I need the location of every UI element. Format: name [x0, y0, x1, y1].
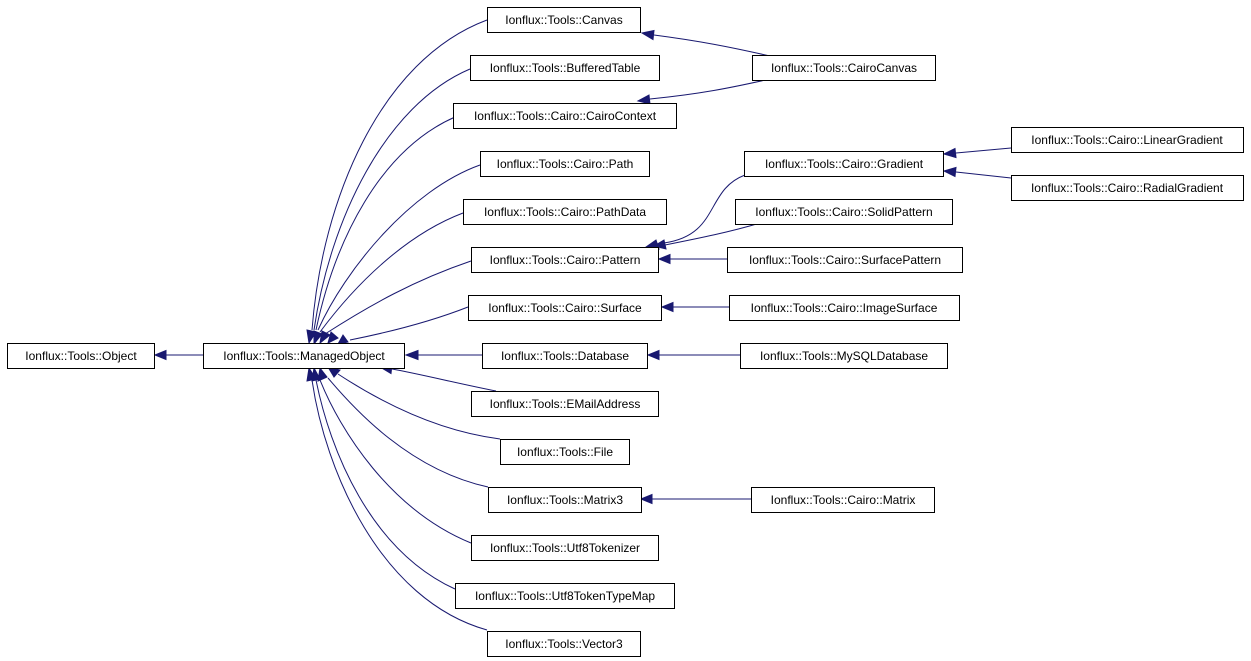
node-managed-object[interactable]: Ionflux::Tools::ManagedObject: [203, 343, 405, 369]
edge-cairo-canvas-to-canvas: [653, 34, 771, 57]
node-surface[interactable]: Ionflux::Tools::Cairo::Surface: [468, 295, 662, 321]
svg-text:Ionflux::Tools::Utf8TokenTypeM: Ionflux::Tools::Utf8TokenTypeMap: [475, 589, 655, 603]
arrowhead-pattern-3: [657, 253, 671, 265]
node-vector3[interactable]: Ionflux::Tools::Vector3: [487, 631, 641, 657]
edge-pattern-to-managed-object: [324, 260, 472, 335]
svg-text:Ionflux::Tools::Cairo::Path: Ionflux::Tools::Cairo::Path: [497, 157, 634, 171]
arrowhead-gradient-1: [942, 147, 957, 159]
svg-text:Ionflux::Tools::Object: Ionflux::Tools::Object: [25, 349, 137, 363]
arrowhead-managed-object-4: [327, 331, 339, 344]
svg-text:Ionflux::Tools::Matrix3: Ionflux::Tools::Matrix3: [507, 493, 623, 507]
svg-text:Ionflux::Tools::Cairo::Pattern: Ionflux::Tools::Cairo::Pattern: [490, 253, 641, 267]
arrowhead-managed-object-3: [319, 330, 331, 345]
edge-file-to-managed-object: [337, 373, 501, 440]
edge-gradient-to-pattern: [663, 174, 746, 244]
node-gradient[interactable]: Ionflux::Tools::Cairo::Gradient: [744, 151, 944, 177]
arrowhead-managed-object-2: [313, 330, 323, 346]
edge-linear-gradient-to-gradient: [955, 147, 1012, 154]
svg-text:Ionflux::Tools::Cairo::Matrix: Ionflux::Tools::Cairo::Matrix: [771, 493, 916, 507]
svg-text:Ionflux::Tools::Canvas: Ionflux::Tools::Canvas: [505, 13, 622, 27]
arrowhead-database: [646, 349, 660, 361]
svg-text:Ionflux::Tools::EMailAddress: Ionflux::Tools::EMailAddress: [490, 397, 641, 411]
svg-text:Ionflux::Tools::Cairo::LinearG: Ionflux::Tools::Cairo::LinearGradient: [1031, 133, 1223, 147]
node-database[interactable]: Ionflux::Tools::Database: [482, 343, 648, 369]
svg-text:Ionflux::Tools::Vector3: Ionflux::Tools::Vector3: [505, 637, 623, 651]
svg-text:Ionflux::Tools::Cairo::Surface: Ionflux::Tools::Cairo::SurfacePattern: [749, 253, 941, 267]
svg-text:Ionflux::Tools::Cairo::SolidPa: Ionflux::Tools::Cairo::SolidPattern: [755, 205, 932, 219]
node-radial-gradient[interactable]: Ionflux::Tools::Cairo::RadialGradient: [1011, 175, 1244, 201]
edge-utf8-tokenizer-to-managed-object: [319, 379, 472, 544]
node-matrix3[interactable]: Ionflux::Tools::Matrix3: [488, 487, 642, 513]
svg-text:Ionflux::Tools::Utf8Tokenizer: Ionflux::Tools::Utf8Tokenizer: [490, 541, 640, 555]
node-utf8-token-type-map[interactable]: Ionflux::Tools::Utf8TokenTypeMap: [455, 583, 675, 609]
node-file[interactable]: Ionflux::Tools::File: [500, 439, 630, 465]
node-path-data[interactable]: Ionflux::Tools::Cairo::PathData: [463, 199, 667, 225]
edge-buffered-table-to-managed-object: [313, 68, 471, 331]
edge-cairo-context-to-managed-object: [315, 116, 456, 331]
node-email-address[interactable]: Ionflux::Tools::EMailAddress: [471, 391, 659, 417]
node-pattern[interactable]: Ionflux::Tools::Cairo::Pattern: [471, 247, 659, 273]
svg-text:Ionflux::Tools::Cairo::Gradien: Ionflux::Tools::Cairo::Gradient: [765, 157, 924, 171]
node-cairo-canvas[interactable]: Ionflux::Tools::CairoCanvas: [752, 55, 936, 81]
node-image-surface[interactable]: Ionflux::Tools::Cairo::ImageSurface: [729, 295, 960, 321]
svg-text:Ionflux::Tools::Database: Ionflux::Tools::Database: [501, 349, 629, 363]
edge-surface-to-managed-object: [349, 306, 469, 341]
edge-canvas-to-managed-object: [311, 19, 488, 331]
svg-text:Ionflux::Tools::Cairo::RadialG: Ionflux::Tools::Cairo::RadialGradient: [1031, 181, 1224, 195]
arrowhead-cairo-context: [636, 94, 651, 105]
arrowhead-matrix3: [639, 493, 653, 505]
arrowhead-gradient-2: [942, 166, 957, 178]
node-solid-pattern[interactable]: Ionflux::Tools::Cairo::SolidPattern: [735, 199, 953, 225]
arrowhead-managed-object-11: [317, 366, 328, 382]
edge-email-address-to-managed-object: [391, 368, 497, 392]
node-buffered-table[interactable]: Ionflux::Tools::BufferedTable: [470, 55, 660, 81]
node-object[interactable]: Ionflux::Tools::Object: [7, 343, 155, 369]
arrowhead-managed-object-6: [404, 349, 419, 361]
edge-utf8-token-type-map-to-managed-object: [315, 379, 456, 590]
edge-vector3-to-managed-object: [311, 379, 488, 631]
node-surface-pattern[interactable]: Ionflux::Tools::Cairo::SurfacePattern: [727, 247, 963, 273]
svg-text:Ionflux::Tools::MySQLDatabase: Ionflux::Tools::MySQLDatabase: [760, 349, 928, 363]
node-path[interactable]: Ionflux::Tools::Cairo::Path: [480, 151, 650, 177]
node-mysql-database[interactable]: Ionflux::Tools::MySQLDatabase: [740, 343, 948, 369]
arrowhead-canvas: [640, 29, 655, 41]
svg-text:Ionflux::Tools::CairoCanvas: Ionflux::Tools::CairoCanvas: [771, 61, 917, 75]
node-canvas[interactable]: Ionflux::Tools::Canvas: [487, 7, 641, 33]
node-cairo-context[interactable]: Ionflux::Tools::Cairo::CairoContext: [453, 103, 677, 129]
svg-text:Ionflux::Tools::Cairo::CairoCo: Ionflux::Tools::Cairo::CairoContext: [474, 109, 657, 123]
arrowhead-managed-object-5: [337, 334, 349, 345]
node-cairo-matrix[interactable]: Ionflux::Tools::Cairo::Matrix: [751, 487, 935, 513]
edge-radial-gradient-to-gradient: [955, 171, 1012, 179]
svg-text:Ionflux::Tools::ManagedObject: Ionflux::Tools::ManagedObject: [223, 349, 385, 363]
svg-text:Ionflux::Tools::BufferedTable: Ionflux::Tools::BufferedTable: [490, 61, 641, 75]
edge-path-data-to-managed-object: [319, 212, 464, 333]
svg-text:Ionflux::Tools::File: Ionflux::Tools::File: [517, 445, 613, 459]
edge-cairo-canvas-to-cairo-context: [649, 78, 771, 100]
edge-path-to-managed-object: [317, 164, 481, 331]
svg-text:Ionflux::Tools::Cairo::Surface: Ionflux::Tools::Cairo::Surface: [488, 301, 642, 315]
node-utf8-tokenizer[interactable]: Ionflux::Tools::Utf8Tokenizer: [471, 535, 659, 561]
edge-solid-pattern-to-pattern: [664, 222, 761, 246]
arrowhead-pattern-2: [652, 239, 667, 250]
arrowhead-object: [153, 349, 167, 361]
node-linear-gradient[interactable]: Ionflux::Tools::Cairo::LinearGradient: [1011, 127, 1244, 153]
edge-matrix3-to-managed-object: [327, 377, 489, 488]
arrowhead-surface: [660, 301, 674, 313]
svg-text:Ionflux::Tools::Cairo::PathDat: Ionflux::Tools::Cairo::PathData: [484, 205, 646, 219]
svg-text:Ionflux::Tools::Cairo::ImageSu: Ionflux::Tools::Cairo::ImageSurface: [751, 301, 938, 315]
